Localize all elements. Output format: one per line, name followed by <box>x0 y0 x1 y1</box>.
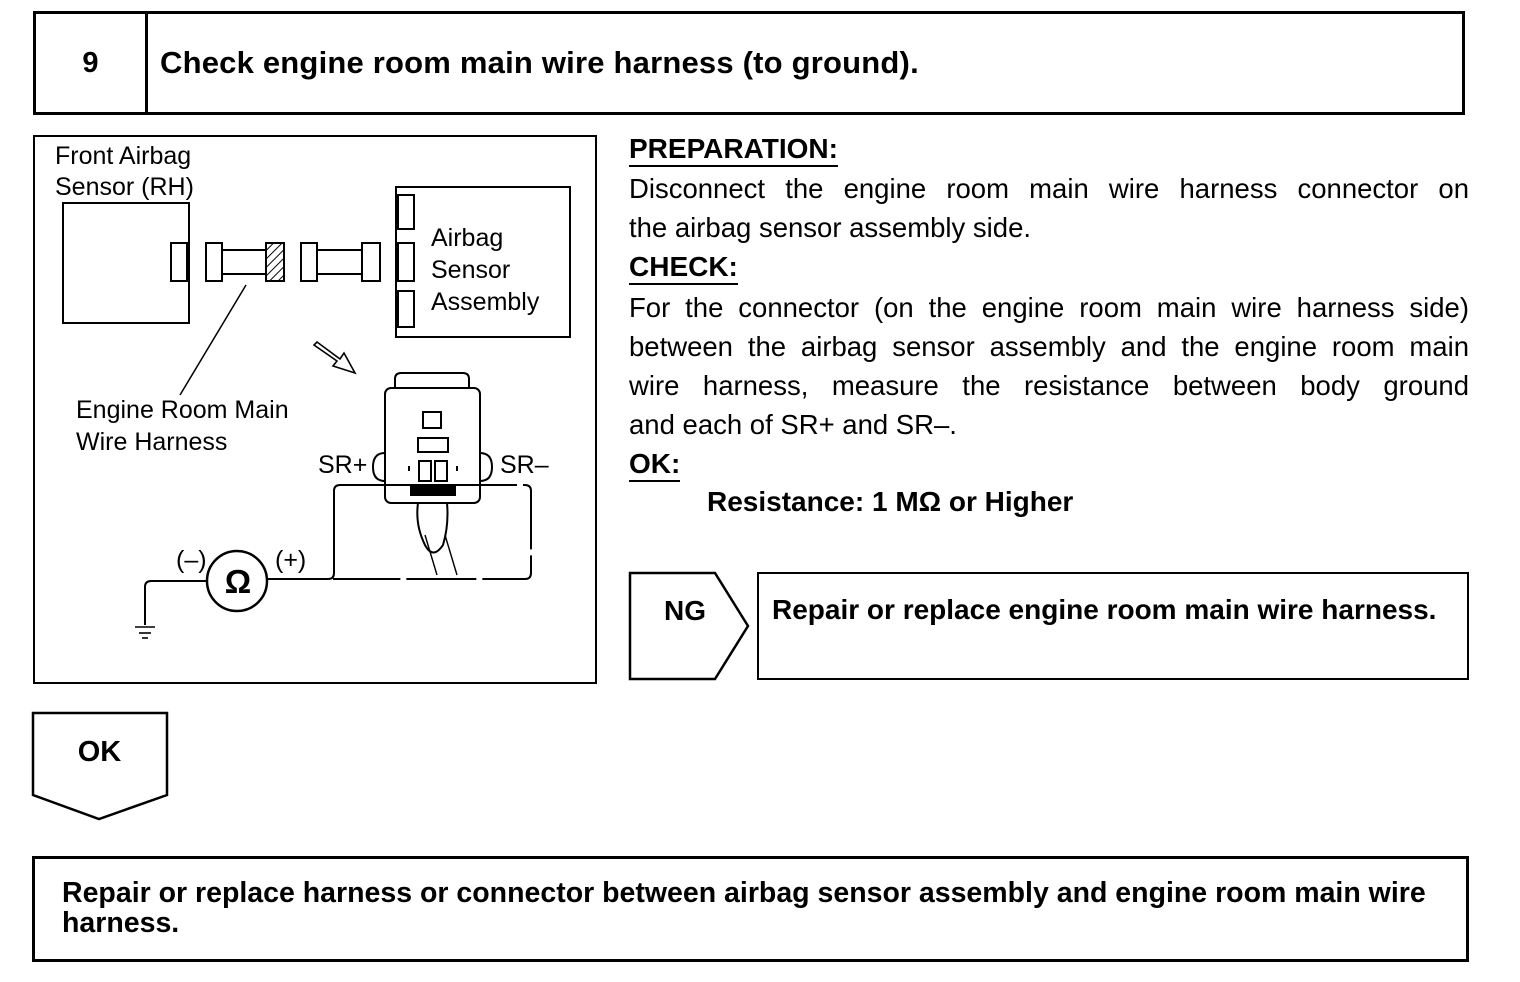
ng-label: NG <box>664 595 706 626</box>
ground-icon <box>135 626 155 639</box>
meter-ohm-symbol: Ω <box>224 563 252 600</box>
check-line-2: between the airbag sensor assembly and t… <box>629 331 1469 362</box>
airbag-assembly-label-line1: Airbag <box>431 224 504 252</box>
preparation-line-2: the airbag sensor assembly side. <box>629 212 1032 243</box>
step-header-box <box>33 11 1465 115</box>
ok-resistance-spec: Resistance: 1 MΩ or Higher <box>707 486 1074 517</box>
final-result-text: Repair or replace harness or connector b… <box>62 877 1426 939</box>
diagram-frame <box>33 135 597 684</box>
step-title: Check engine room main wire harness (to … <box>160 45 919 80</box>
preparation-heading: PREPARATION: <box>629 134 838 167</box>
harness-label-line2: Wire Harness <box>76 428 228 456</box>
check-line-1: For the connector (on the engine room ma… <box>629 292 1469 323</box>
check-line-4: and each of SR+ and SR–. <box>629 409 957 440</box>
ohmmeter-icon <box>144 549 269 625</box>
meter-minus-label: (–) <box>176 546 207 574</box>
airbag-assembly-label-line3: Assembly <box>431 288 540 316</box>
ok-label: OK <box>77 735 122 768</box>
ng-arrow-shape <box>628 571 750 681</box>
direction-arrow-icon <box>312 340 357 375</box>
step-number: 9 <box>82 46 99 79</box>
preparation-line-1: Disconnect the engine room main wire har… <box>629 173 1469 204</box>
ok-heading: OK: <box>629 449 681 482</box>
airbag-sensor-assembly-shape <box>395 186 571 338</box>
meter-plus-label: (+) <box>275 546 307 574</box>
front-airbag-sensor-label-line2: Sensor (RH) <box>55 173 194 201</box>
harness-leader-line <box>179 284 247 396</box>
check-line-3: wire harness, measure the resistance bet… <box>629 370 1469 401</box>
ng-result-text: Repair or replace engine room main wire … <box>772 594 1437 625</box>
airbag-assembly-label-line2: Sensor <box>431 256 511 284</box>
final-result-box <box>32 856 1469 962</box>
ng-result-box <box>757 572 1469 680</box>
front-airbag-sensor-shape <box>62 202 190 324</box>
step-divider <box>145 11 148 115</box>
wiring-diagram <box>62 186 571 639</box>
preparation-heading-wrap: PREPARATION: <box>629 134 838 167</box>
harness-connectors <box>205 242 381 282</box>
front-airbag-sensor-label-line1: Front Airbag <box>55 142 192 170</box>
terminal-sr-plus-label: SR+ <box>318 451 368 479</box>
check-heading: CHECK: <box>629 252 738 285</box>
terminal-sr-minus-label: SR– <box>500 451 549 479</box>
harness-label-line1: Engine Room Main <box>76 396 289 424</box>
ok-arrow-shape <box>31 711 169 821</box>
connector-face-shape <box>371 372 494 576</box>
check-heading-wrap: CHECK: <box>629 252 738 285</box>
probe-wires <box>267 484 532 580</box>
ok-heading-wrap: OK: <box>629 449 681 482</box>
